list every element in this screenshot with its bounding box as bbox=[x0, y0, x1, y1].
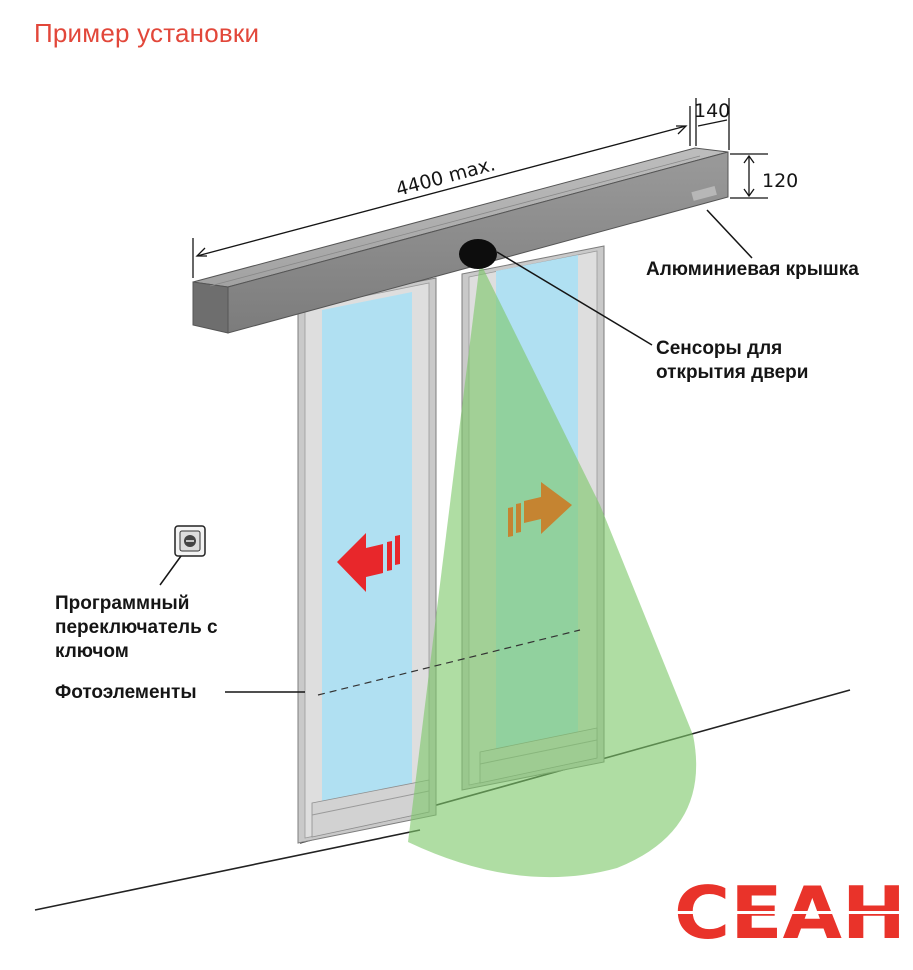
leader-cover bbox=[706, 209, 753, 259]
label-aluminium-cover: Алюминиевая крышка bbox=[646, 259, 859, 280]
dimension-length-label: 4400 max. bbox=[394, 153, 498, 201]
photocell-beam bbox=[317, 629, 581, 696]
label-photocells: Фотоэлементы bbox=[55, 682, 197, 703]
key-switch-device bbox=[174, 525, 206, 557]
dimension-depth-label: 140 bbox=[694, 100, 730, 122]
label-key-switch: Программный переключатель с ключом bbox=[55, 593, 218, 662]
left-door-glass bbox=[322, 292, 412, 803]
dimension-length bbox=[192, 106, 691, 278]
leader-sensors bbox=[496, 251, 653, 346]
sensor-detection-zone bbox=[408, 262, 697, 878]
motion-sensor bbox=[459, 239, 497, 269]
open-right-arrow bbox=[508, 482, 572, 537]
dimension-depth bbox=[695, 98, 730, 150]
brand-logo: СЕАН bbox=[674, 872, 906, 952]
page-title: Пример установки bbox=[34, 18, 260, 48]
floor-line-front bbox=[34, 829, 421, 911]
open-left-arrow bbox=[337, 533, 400, 592]
label-door-sensors: Сенсоры для открытия двери bbox=[656, 338, 809, 383]
cover-badge bbox=[691, 186, 717, 201]
dimension-height-label: 120 bbox=[762, 170, 798, 192]
leader-key-switch bbox=[159, 555, 182, 586]
dimension-height bbox=[730, 153, 768, 199]
